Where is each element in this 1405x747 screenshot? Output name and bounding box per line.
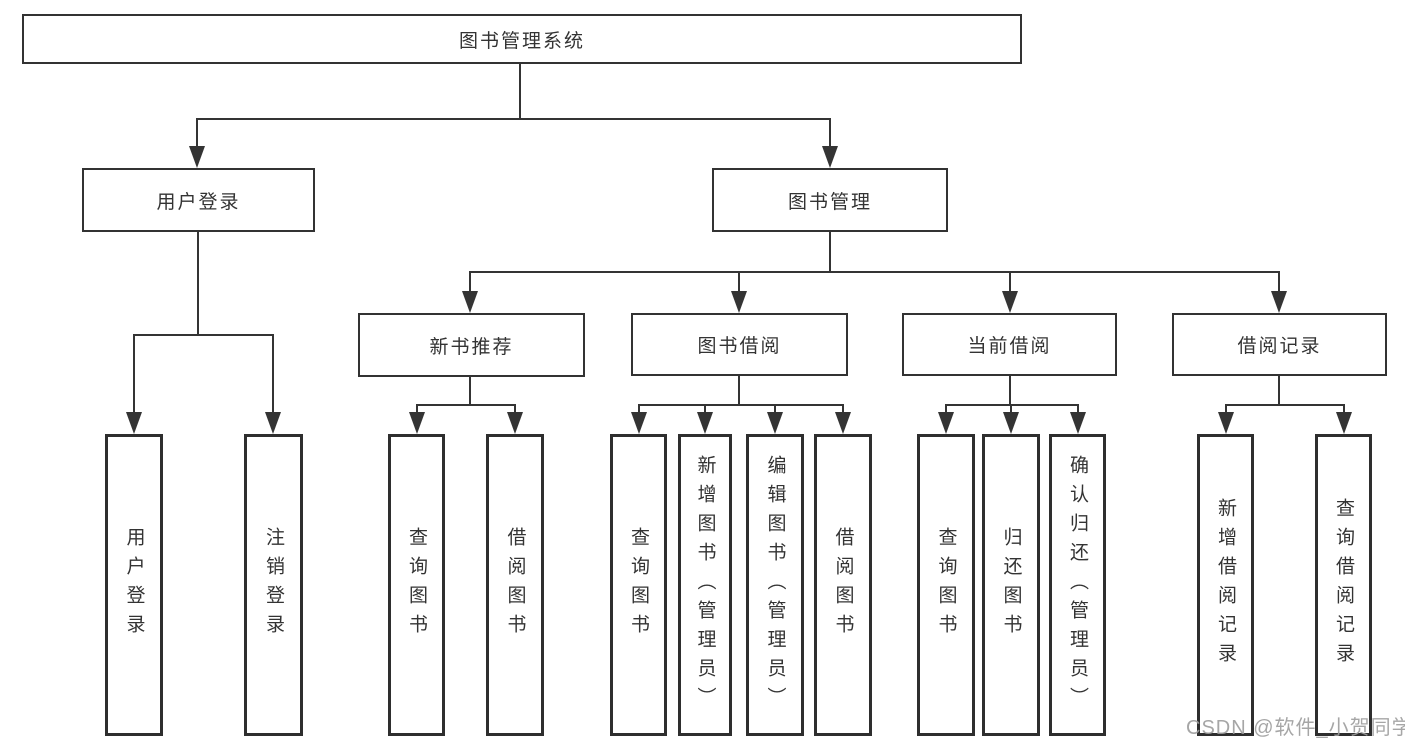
node-leaf-query-books-borrowing: 查询图书 <box>610 434 667 736</box>
node-leaf-borrow-books-borrowing: 借阅图书 <box>814 434 872 736</box>
node-label: 查询图书 <box>935 527 957 643</box>
arrowhead-down-icon <box>1336 412 1352 434</box>
node-leaf-query-books-recommend: 查询图书 <box>388 434 445 736</box>
arrowhead-down-icon <box>507 412 523 434</box>
node-label: 新增图书（管理员） <box>694 454 716 716</box>
node-label: 注销登录 <box>263 527 284 643</box>
arrowhead-down-icon <box>822 146 838 168</box>
node-borrowing-records: 借阅记录 <box>1172 313 1387 376</box>
connector-stem <box>1225 404 1227 414</box>
node-leaf-edit-books-admin: 编辑图书（管理员） <box>746 434 804 736</box>
connector-stem <box>469 271 471 293</box>
connector-bar <box>416 404 516 406</box>
connector-stem <box>945 404 947 414</box>
connector-stem <box>829 232 831 273</box>
connector-stem <box>1278 271 1280 293</box>
connector-bar <box>1225 404 1344 406</box>
arrowhead-down-icon <box>1218 412 1234 434</box>
arrowhead-down-icon <box>1070 412 1086 434</box>
connector-bar <box>638 404 844 406</box>
node-label: 编辑图书（管理员） <box>764 454 786 716</box>
connector-stem <box>704 404 706 414</box>
connector-root-stem <box>519 64 521 119</box>
arrowhead-down-icon <box>1003 412 1019 434</box>
node-user-login: 用户登录 <box>82 168 315 232</box>
node-library-management-system: 图书管理系统 <box>22 14 1022 64</box>
arrowhead-down-icon <box>189 146 205 168</box>
arrowhead-down-icon <box>1002 291 1018 313</box>
connector-stem <box>197 232 199 336</box>
node-label: 确认归还（管理员） <box>1067 454 1088 716</box>
watermark: CSDN @软件_小贺同学 <box>1186 717 1405 739</box>
arrowhead-down-icon <box>697 412 713 434</box>
connector-level3-bar <box>470 271 1279 273</box>
connector-stem <box>1278 376 1280 405</box>
node-leaf-user-login: 用户登录 <box>105 434 163 736</box>
connector-stem <box>469 376 471 405</box>
node-label: 借阅图书 <box>832 527 854 643</box>
connector-stem <box>1009 376 1011 405</box>
node-leaf-query-borrow-record: 查询借阅记录 <box>1315 434 1372 736</box>
node-label: 查询图书 <box>628 527 649 643</box>
connector-stem <box>842 404 844 414</box>
connector-stem <box>774 404 776 414</box>
node-leaf-confirm-return-admin: 确认归还（管理员） <box>1049 434 1106 736</box>
arrowhead-down-icon <box>126 412 142 434</box>
node-label: 图书借阅 <box>697 336 782 357</box>
node-label: 用户登录 <box>123 527 145 643</box>
node-book-management: 图书管理 <box>712 168 948 232</box>
connector-stem <box>1009 271 1011 293</box>
connector-stem <box>416 404 418 414</box>
arrowhead-down-icon <box>835 412 851 434</box>
node-leaf-add-borrow-record: 新增借阅记录 <box>1197 434 1254 736</box>
connector-stem <box>738 271 740 293</box>
connector-stem <box>1010 404 1012 414</box>
node-leaf-add-books-admin: 新增图书（管理员） <box>678 434 732 736</box>
connector-stem <box>133 334 135 414</box>
connector-stem <box>638 404 640 414</box>
connector-stem <box>738 376 740 405</box>
arrowhead-down-icon <box>631 412 647 434</box>
node-label: 查询图书 <box>406 527 427 643</box>
arrowhead-down-icon <box>265 412 281 434</box>
node-label: 新增借阅记录 <box>1215 498 1236 672</box>
node-label: 图书管理系统 <box>458 30 585 52</box>
node-label: 归还图书 <box>1000 527 1022 643</box>
node-new-book-recommendation: 新书推荐 <box>358 313 585 377</box>
connector-stem <box>514 404 516 414</box>
node-label: 图书管理 <box>787 191 872 213</box>
connector-stem <box>1077 404 1079 414</box>
node-leaf-logout: 注销登录 <box>244 434 303 736</box>
node-label: 借阅图书 <box>504 527 526 643</box>
node-book-borrowing: 图书借阅 <box>631 313 848 376</box>
node-label: 借阅记录 <box>1237 336 1322 357</box>
arrowhead-down-icon <box>938 412 954 434</box>
connector-bar <box>133 334 274 336</box>
arrowhead-down-icon <box>462 291 478 313</box>
arrowhead-down-icon <box>409 412 425 434</box>
node-label: 查询借阅记录 <box>1333 498 1354 672</box>
node-leaf-return-books: 归还图书 <box>982 434 1040 736</box>
connector-stem <box>829 118 831 148</box>
arrowhead-down-icon <box>1271 291 1287 313</box>
node-current-borrowing: 当前借阅 <box>902 313 1117 376</box>
arrowhead-down-icon <box>731 291 747 313</box>
node-label: 新书推荐 <box>429 336 514 358</box>
connector-stem <box>196 118 198 148</box>
node-leaf-query-books-current: 查询图书 <box>917 434 975 736</box>
node-label: 当前借阅 <box>967 336 1052 357</box>
arrowhead-down-icon <box>767 412 783 434</box>
connector-stem <box>1343 404 1345 414</box>
node-leaf-borrow-books-recommend: 借阅图书 <box>486 434 544 736</box>
connector-level2-bar <box>197 118 831 120</box>
node-label: 用户登录 <box>156 191 241 213</box>
connector-stem <box>272 334 274 414</box>
